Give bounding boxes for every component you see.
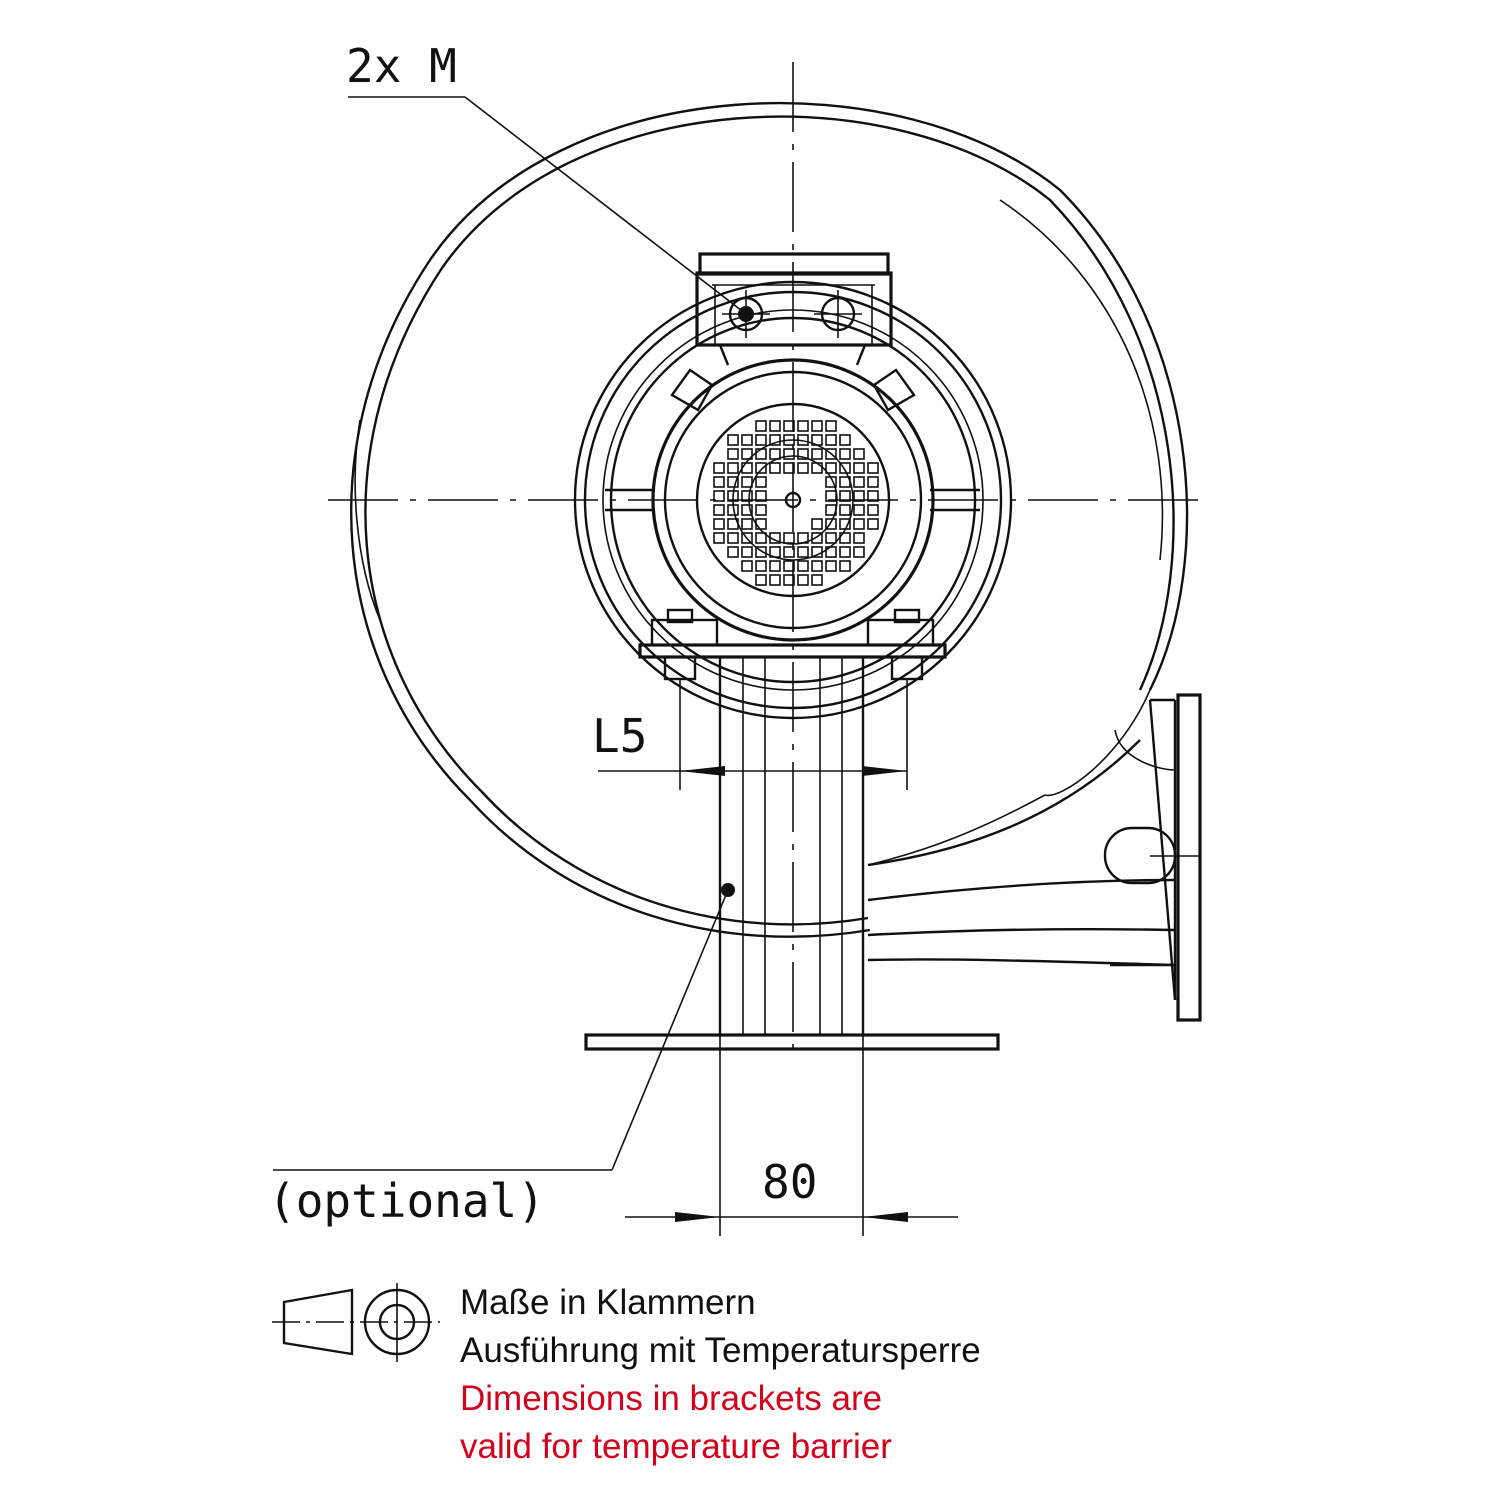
note-de-line-1: Maße in Klammern [460,1283,756,1322]
note-en-line-2: valid for temperature barrier [460,1427,892,1466]
dimension-80-label: 80 [762,1155,817,1209]
outlet-flange [867,693,1202,1022]
motor-flange [573,280,1013,720]
optional-label: (optional) [268,1174,545,1228]
note-de-line-2: Ausführung mit Temperatursperre [460,1331,981,1370]
projection-symbol-icon [272,1283,440,1362]
note-en-line-1: Dimensions in brackets are [460,1379,882,1418]
bolt-label: 2x M [346,39,457,93]
terminal-box [695,252,893,366]
dimension-l5-label: L5 [592,709,647,763]
cable-glands [722,290,862,338]
fan-cover-grid [713,420,879,586]
stand [584,655,1000,1051]
motor-body [651,358,935,642]
fan-housing [350,101,1189,938]
dimension-lines [273,96,958,1236]
